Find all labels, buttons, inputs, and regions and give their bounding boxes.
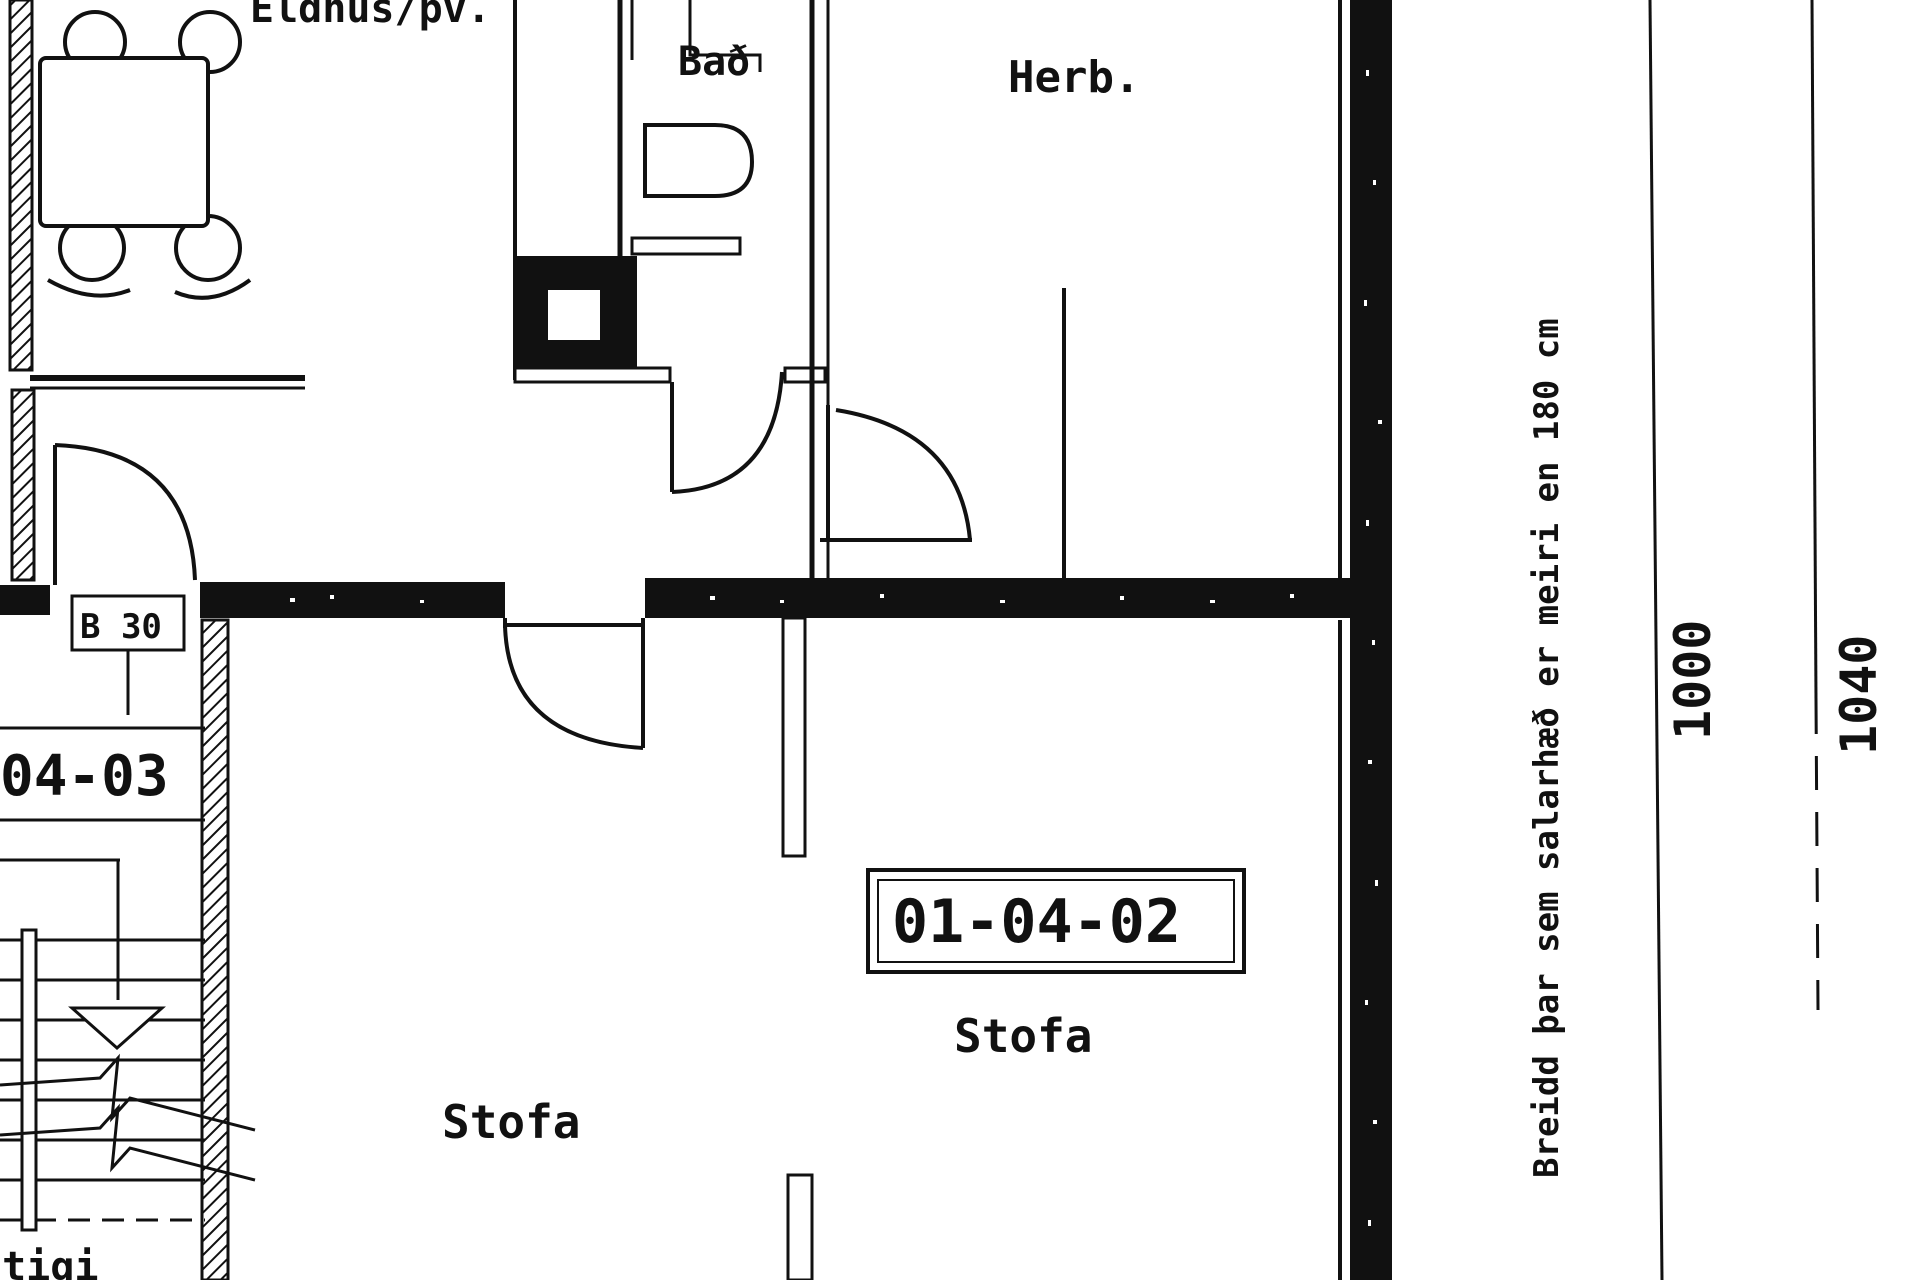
room-label-bad: Bað (678, 39, 750, 85)
chair-arc-right (174, 278, 252, 300)
fire-rating-label: B 30 (80, 607, 162, 647)
wall-segment-right (645, 578, 1365, 618)
stofa-column-lower (786, 1173, 814, 1280)
herb-door (820, 405, 972, 542)
fire-rating-tag: B 30 (70, 594, 186, 715)
chair-arc-left (47, 278, 131, 298)
dimension-line-outer-dashed (1814, 699, 1820, 1011)
room-label-stigi: Stigi (0, 1244, 98, 1280)
unit-number-box (866, 868, 1246, 974)
dimension-line-inner (1648, 0, 1664, 1280)
room-label-stofa-left: Stofa (442, 1095, 580, 1149)
table-top (38, 56, 210, 228)
stofa-column (781, 616, 807, 858)
bath-door (670, 371, 784, 494)
room-label-herb: Herb. (1008, 52, 1140, 103)
wall-segment-mid (200, 582, 505, 618)
unit-label-main: 01-04-02 (892, 887, 1181, 957)
stair-break-line (0, 1053, 256, 1132)
stair-hatched-wall (200, 618, 230, 1280)
left-hatched-wall-middle (10, 388, 36, 582)
dimension-line-outer (1810, 0, 1818, 701)
exterior-wall-right (1350, 0, 1392, 1280)
unit-label-neighbor: 04-03 (0, 744, 169, 809)
horizontal-wall-speckle (290, 594, 1294, 603)
entrance-door (53, 443, 197, 585)
stair-steps (0, 928, 205, 1232)
left-hatched-wall-upper (8, 0, 34, 372)
dining-table (38, 10, 252, 300)
room-label-stofa-right: Stofa (954, 1009, 1092, 1063)
wall-segment-left (0, 585, 50, 615)
utility-shaft-opening (548, 290, 600, 340)
bath-shelf (630, 236, 742, 256)
stair-direction-arrow (68, 1006, 166, 1051)
side-note: Breidd þar sem salarhæð er meiri en 180 … (1527, 318, 1567, 1178)
exterior-wall-speckle (1364, 70, 1382, 1226)
dimension-label-outer: 1040 (1830, 635, 1888, 755)
dimension-label-inner: 1000 (1664, 620, 1722, 740)
room-label-eldhus: Eldhús/þv. (250, 0, 491, 32)
toilet (643, 123, 755, 198)
stofa-door (503, 618, 645, 750)
